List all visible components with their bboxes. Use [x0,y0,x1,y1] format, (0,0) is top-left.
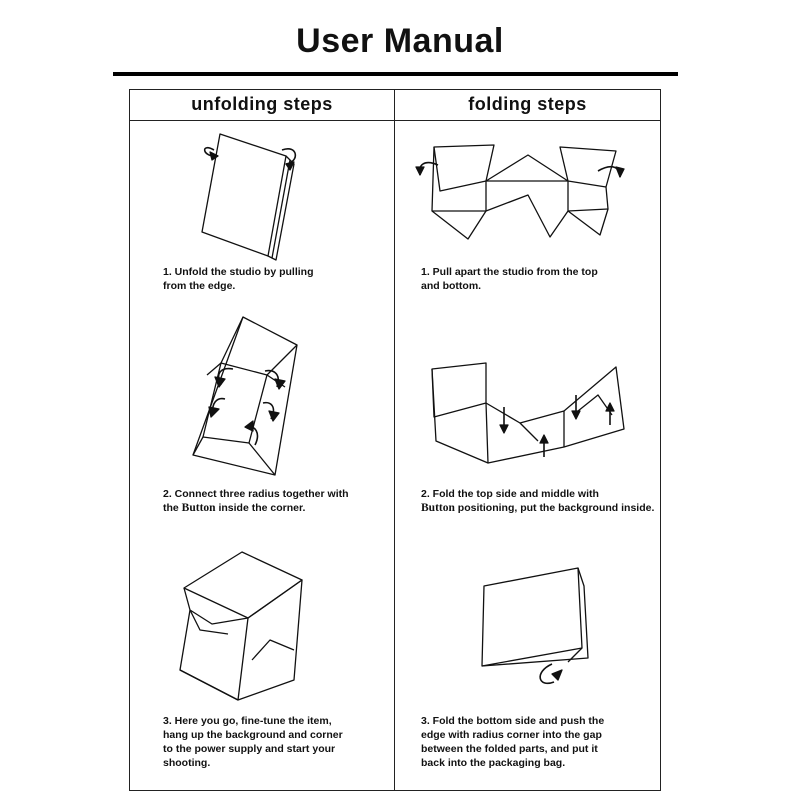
fold-step2-illustration [431,362,625,464]
folded-panel-top [481,567,583,667]
box-top-face [183,551,303,619]
unfold-step3-text: 3. Here you go, fine-tune the item, hang… [163,715,343,769]
left-panel-outline [433,144,495,192]
fold-step1-text: 1. Pull apart the studio from the top an… [421,266,598,292]
unfold-step1-text: 1. Unfold the studio by pulling from the… [163,266,314,292]
folding-steps-header: folding steps [468,94,587,114]
folded-board-edge [267,155,291,259]
left-fold-panel [431,362,487,418]
unfold-step2-text: 2. Connect three radius together with th… [163,488,349,514]
unfold-step2-illustration [192,316,298,476]
title-underline [113,72,678,76]
page-title: User Manual [296,22,504,60]
header-divider [129,120,661,121]
center-panel-top [485,154,569,182]
unfold-step1-illustration [201,133,297,261]
fold-step2-text: 2. Fold the top side and middle with But… [421,488,655,514]
column-divider [394,89,395,791]
fold-step3-illustration [481,567,589,685]
instructions-table [129,89,661,791]
fold-step1-illustration [415,144,625,240]
fold-step3-text: 3. Fold the bottom side and push the edg… [421,715,605,769]
open-studio-outline [192,316,298,476]
push-arrow-icon [539,663,555,685]
unfold-step3-illustration [179,551,303,701]
unfolding-steps-header: unfolding steps [191,94,333,114]
folded-board-front [201,133,287,257]
